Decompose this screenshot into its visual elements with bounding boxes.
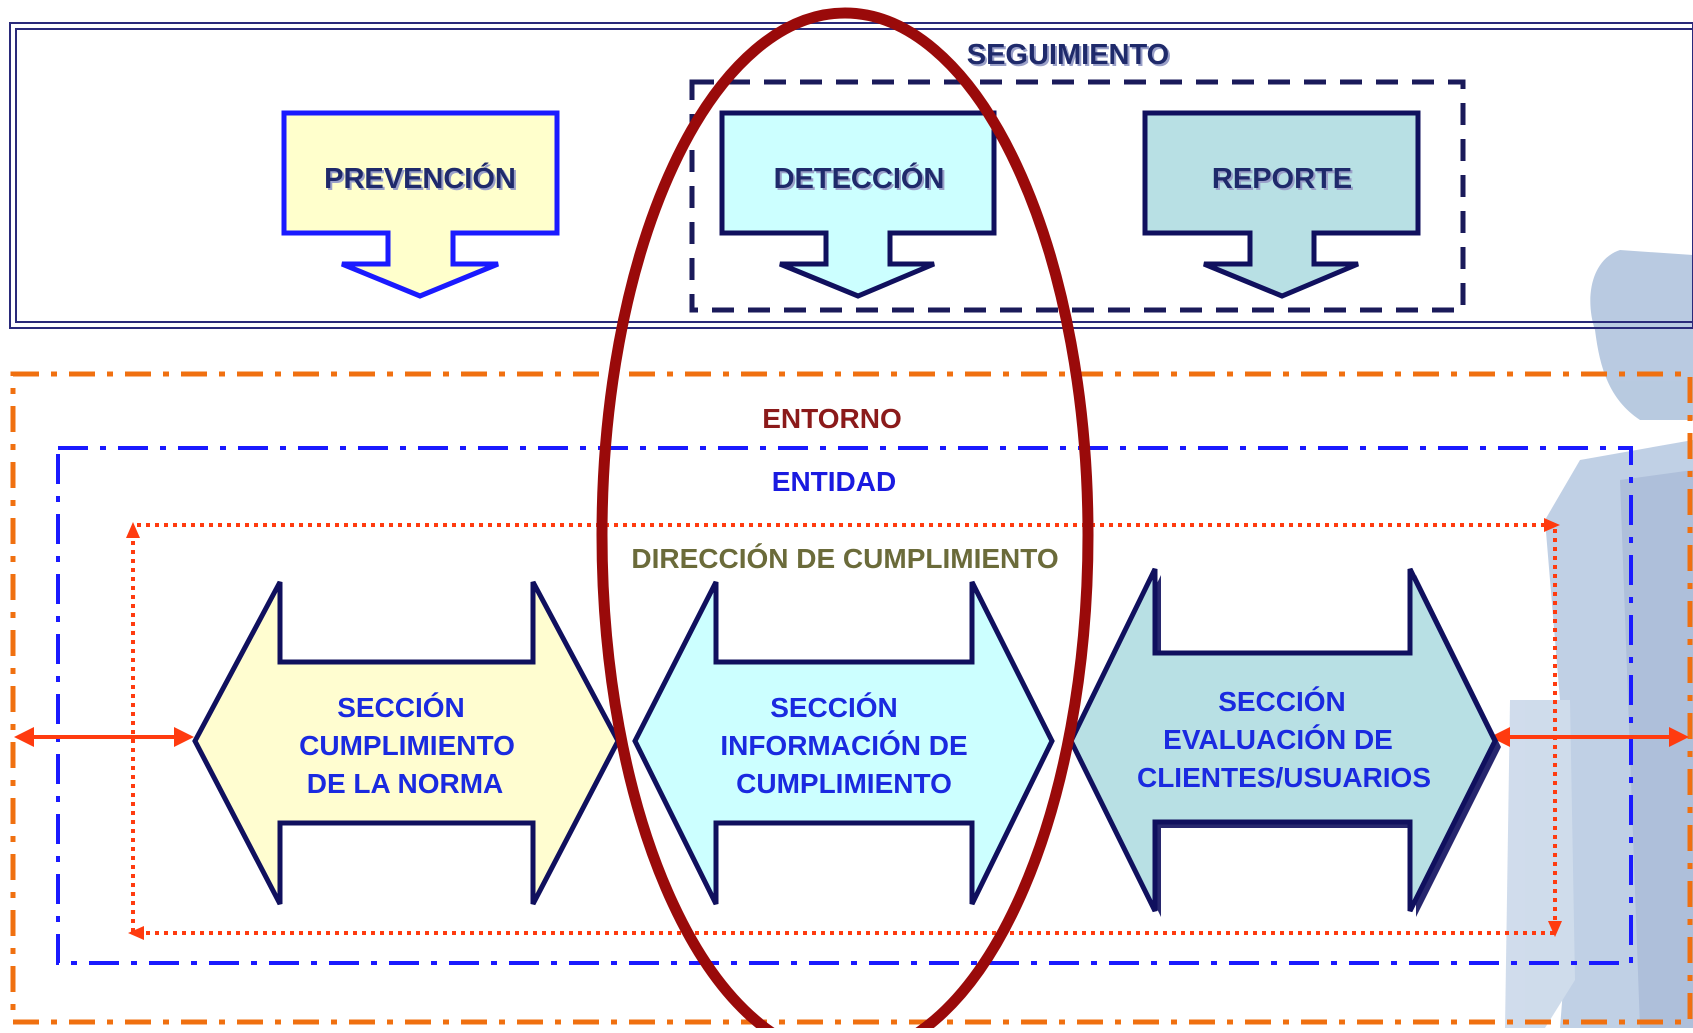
highlight-ellipse: [596, 7, 1094, 1033]
left-double-arrow: [14, 727, 194, 747]
deteccion-label-shadow: DETECCIÓN: [776, 163, 947, 197]
seccion-3-line-3: CLIENTES/USUARIOS: [1137, 762, 1431, 793]
seccion-3-line-1: SECCIÓN: [1218, 686, 1346, 717]
seguimiento-box: [9, 22, 1693, 329]
deteccion-arrow: [719, 110, 997, 299]
seccion-2-line-2: INFORMACIÓN DE: [720, 730, 967, 761]
deteccion-reporte-group: [689, 79, 1466, 313]
person-silhouette: [1505, 250, 1693, 1028]
seccion-evaluacion-arrow: [1068, 567, 1498, 913]
seccion-3-line-2: EVALUACIÓN DE: [1163, 724, 1393, 755]
reporte-label-shadow: REPORTE: [1214, 165, 1354, 197]
seccion-2-line-3: CUMPLIMIENTO: [736, 768, 952, 799]
entorno-box: [10, 371, 1693, 1025]
reporte-arrow: [1142, 110, 1421, 299]
entorno-title: ENTORNO: [762, 403, 902, 434]
direccion-box: [126, 518, 1562, 940]
seccion-1-line-2: CUMPLIMIENTO: [299, 730, 515, 761]
seccion-2-line-1: SECCIÓN: [770, 692, 898, 723]
prevencion-label-shadow: PREVENCIÓN: [326, 163, 518, 197]
seccion-informacion-arrow: [632, 580, 1055, 906]
seguimiento-title-shadow: SEGUIMIENTO: [969, 41, 1172, 73]
prevencion-arrow: [281, 110, 560, 299]
direccion-title: DIRECCIÓN DE CUMPLIMIENTO: [631, 543, 1058, 574]
entidad-title: ENTIDAD: [772, 466, 896, 497]
seguimiento-title: SEGUIMIENTO: [967, 39, 1170, 71]
entidad-box: [56, 446, 1633, 965]
seccion-1-line-3: DE LA NORMA: [307, 768, 504, 799]
seccion-1-line-1: SECCIÓN: [337, 692, 465, 723]
prevencion-label: PREVENCIÓN: [324, 161, 516, 195]
right-double-arrow: [1490, 727, 1689, 747]
deteccion-label: DETECCIÓN: [774, 161, 945, 195]
reporte-label: REPORTE: [1212, 163, 1352, 195]
